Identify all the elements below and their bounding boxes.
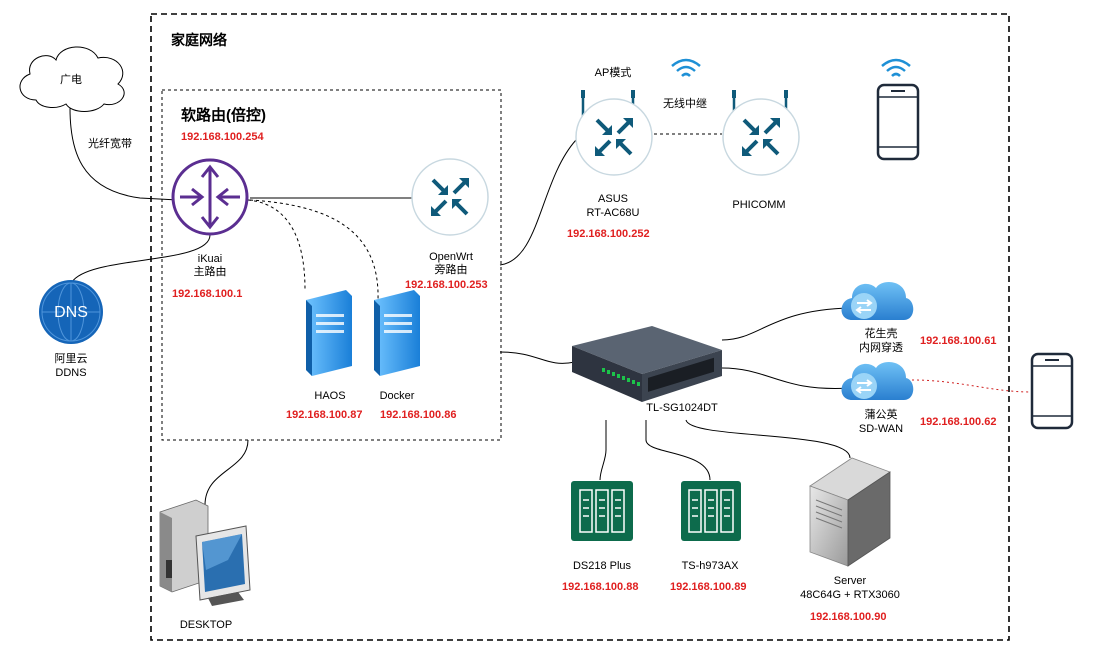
asus-model: RT-AC68U [586,207,640,219]
remote-link [911,379,1033,393]
docker-name: Docker [379,390,415,402]
ds218-ip: 192.168.100.88 [562,581,639,593]
openwrt-router-icon [411,158,489,236]
diagram-title: 家庭网络 [171,32,227,48]
phicomm-router-icon [722,90,800,176]
tsh973-nas-icon [681,481,741,541]
haos-name: HAOS [314,390,346,402]
ds218-nas-icon [571,481,633,541]
haos-ip: 192.168.100.87 [286,409,363,421]
asus-name: ASUS [598,193,628,205]
pgy-name: 蒲公英 [864,409,898,421]
desktop-pc-icon [159,499,251,606]
ds218-name: DS218 Plus [572,560,632,572]
soft-router-title: 软路由(倍控) [181,107,266,124]
desktop-name: DESKTOP [179,619,233,631]
oray-cloud-icon [841,282,914,320]
soft-router-boundary [161,89,502,441]
docker-server-icon [374,290,420,376]
fiber-link-label: 光纤宽带 [88,138,132,150]
pgy-cloud-icon [841,362,914,400]
docker-ip: 192.168.100.86 [380,409,457,421]
dns-globe-icon [39,280,103,344]
connections [69,107,851,506]
openwrt-ip: 192.168.100.253 [405,279,488,291]
dns-name: 阿里云 [54,353,88,365]
server-ip: 192.168.100.90 [810,611,887,623]
switch-name: TL-SG1024DT [646,402,718,414]
server-name: Server [833,575,867,587]
soft-router-ip: 192.168.100.254 [181,131,264,143]
isp-cloud-icon [19,46,125,112]
remote-phone-icon [1030,352,1074,430]
phicomm-name: PHICOMM [732,199,786,211]
pgy-ip: 192.168.100.62 [920,416,997,428]
openwrt-name: OpenWrt [429,251,473,263]
asus-ip: 192.168.100.252 [567,228,650,240]
wifi-icon [671,58,701,77]
dns-icon-text: DNS [54,304,88,321]
ikuai-router-icon [171,158,249,236]
oray-ip: 192.168.100.61 [920,335,997,347]
oray-role: 内网穿透 [859,342,903,354]
tsh973-name: TS-h973AX [681,560,739,572]
asus-mode: AP模式 [594,67,632,79]
relay-label: 无线中继 [663,98,707,110]
ikuai-ip: 192.168.100.1 [172,288,243,300]
server-tower-icon [809,457,891,567]
dashed-links [247,133,722,301]
ikuai-role: 主路由 [193,266,227,278]
asus-router-icon [575,90,653,176]
ikuai-name: iKuai [197,253,223,265]
oray-name: 花生壳 [864,328,898,340]
smartphone-icon [876,83,920,161]
isp-label: 广电 [60,74,82,86]
wifi-icon [881,58,911,77]
openwrt-role: 旁路由 [434,264,468,276]
network-switch-icon [572,326,722,402]
pgy-role: SD-WAN [858,423,904,435]
tsh973-ip: 192.168.100.89 [670,581,747,593]
server-spec: 48C64G + RTX3060 [800,589,900,601]
home-network-boundary [150,13,1010,641]
haos-server-icon [306,290,352,376]
dns-sub: DDNS [55,367,87,379]
